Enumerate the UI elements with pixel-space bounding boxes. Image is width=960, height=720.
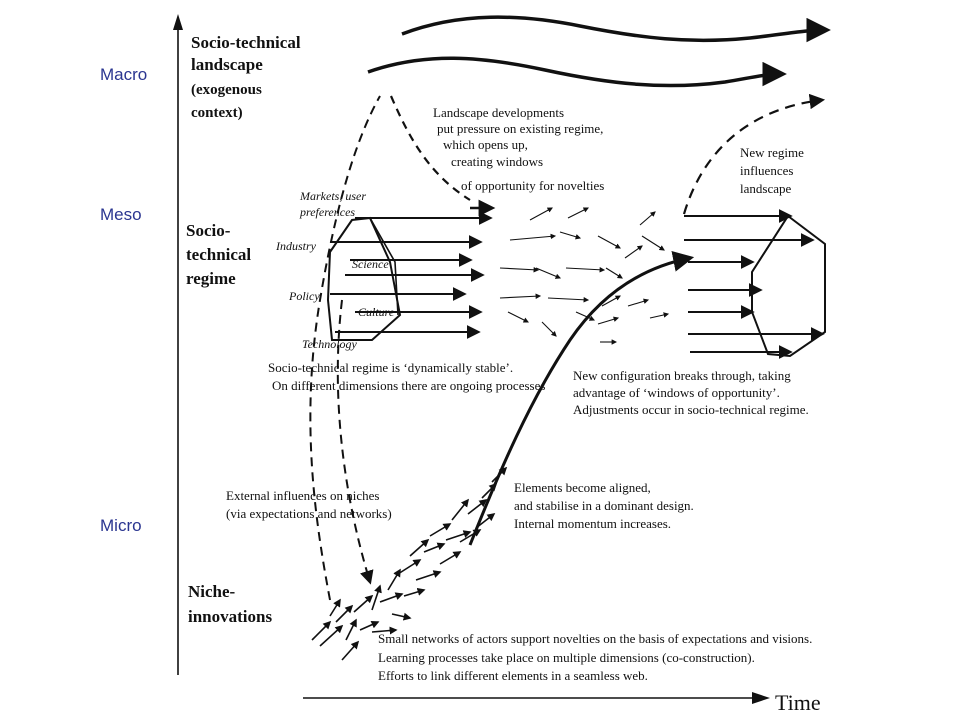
landscape-pressure-arrow bbox=[389, 95, 471, 201]
svg-text:creating windows: creating windows bbox=[451, 154, 543, 169]
niche-heading: Niche- innovations bbox=[188, 582, 272, 626]
svg-text:Landscape developments: Landscape developments bbox=[433, 105, 564, 120]
new-regime-arrows bbox=[684, 209, 825, 359]
svg-text:Technology: Technology bbox=[302, 337, 358, 351]
svg-text:(exogenous: (exogenous bbox=[191, 82, 262, 98]
svg-text:Industry: Industry bbox=[275, 239, 317, 253]
svg-text:Policy: Policy bbox=[288, 289, 320, 303]
small-networks-note: Small networks of actors support novelti… bbox=[378, 631, 812, 683]
old-regime-arrows bbox=[330, 211, 493, 339]
svg-text:landscape: landscape bbox=[740, 181, 791, 196]
time-label: Time bbox=[775, 690, 821, 715]
regime-heading: Socio- technical regime bbox=[186, 221, 251, 288]
vertical-axis bbox=[173, 14, 183, 675]
svg-text:innovations: innovations bbox=[188, 607, 272, 626]
svg-text:Internal momentum increases.: Internal momentum increases. bbox=[514, 516, 671, 531]
svg-text:and stabilise in a dominant de: and stabilise in a dominant design. bbox=[514, 498, 694, 513]
svg-text:influences: influences bbox=[740, 163, 793, 178]
svg-text:New configuration breaks throu: New configuration breaks through, taking bbox=[573, 368, 791, 383]
external-influence-outer-dashed bbox=[309, 95, 381, 601]
svg-text:Learning processes take place: Learning processes take place on multipl… bbox=[378, 650, 755, 665]
dynamically-stable-note: Socio-technical regime is ‘dynamically s… bbox=[268, 360, 545, 393]
svg-text:Socio-technical: Socio-technical bbox=[191, 33, 301, 52]
svg-text:Elements become aligned,: Elements become aligned, bbox=[514, 480, 651, 495]
landscape-wave-arrows bbox=[367, 15, 831, 88]
svg-text:Socio-technical regime is ‘dy: Socio-technical regime is ‘dynamically s… bbox=[268, 360, 513, 375]
svg-text:Small networks of actors suppo: Small networks of actors support novelti… bbox=[378, 631, 812, 646]
micro-label: Micro bbox=[100, 516, 142, 535]
regime-dimension-labels: Markets, user preferences Industry Scien… bbox=[275, 189, 395, 351]
time-axis bbox=[303, 692, 770, 704]
niche-swarm-arrows bbox=[311, 466, 508, 661]
svg-text:Niche-: Niche- bbox=[188, 582, 236, 601]
new-regime-influence-arrow bbox=[682, 93, 826, 215]
svg-text:of opportunity for novelties: of opportunity for novelties bbox=[461, 178, 604, 193]
svg-text:put pressure on existing regim: put pressure on existing regime, bbox=[437, 121, 603, 136]
svg-text:context): context) bbox=[191, 105, 243, 121]
landscape-developments-note: Landscape developments put pressure on e… bbox=[433, 105, 604, 193]
meso-label: Meso bbox=[100, 205, 142, 224]
macro-label: Macro bbox=[100, 65, 147, 84]
svg-text:On different dimensions there: On different dimensions there are ongoin… bbox=[272, 378, 545, 393]
breakthrough-note: New configuration breaks through, taking… bbox=[573, 368, 809, 417]
svg-text:landscape: landscape bbox=[191, 55, 263, 74]
svg-text:Markets, user: Markets, user bbox=[299, 189, 366, 203]
external-influence-inner-dashed bbox=[336, 299, 374, 585]
svg-text:technical: technical bbox=[186, 245, 251, 264]
svg-text:which opens up,: which opens up, bbox=[443, 137, 528, 152]
svg-text:New regime: New regime bbox=[740, 145, 804, 160]
new-regime-note: New regime influences landscape bbox=[740, 145, 804, 196]
svg-text:Adjustments occur in socio-tec: Adjustments occur in socio-technical reg… bbox=[573, 402, 809, 417]
external-influences-note: External influences on niches (via expec… bbox=[226, 488, 392, 521]
svg-text:(via expectations and networks: (via expectations and networks) bbox=[226, 506, 392, 521]
svg-text:External influences on niches: External influences on niches bbox=[226, 488, 379, 503]
svg-text:advantage of ‘windows of oppor: advantage of ‘windows of opportunity’. bbox=[573, 385, 780, 400]
regime-turbulence-arrows bbox=[499, 207, 670, 345]
aligned-note: Elements become aligned, and stabilise i… bbox=[514, 480, 694, 531]
svg-text:Socio-: Socio- bbox=[186, 221, 231, 240]
svg-text:Efforts to link different elem: Efforts to link different elements in a … bbox=[378, 668, 648, 683]
landscape-heading: Socio-technical landscape (exogenous con… bbox=[191, 33, 301, 121]
old-regime-hexagon bbox=[326, 216, 402, 341]
svg-text:preferences: preferences bbox=[299, 205, 355, 219]
svg-text:regime: regime bbox=[186, 269, 236, 288]
